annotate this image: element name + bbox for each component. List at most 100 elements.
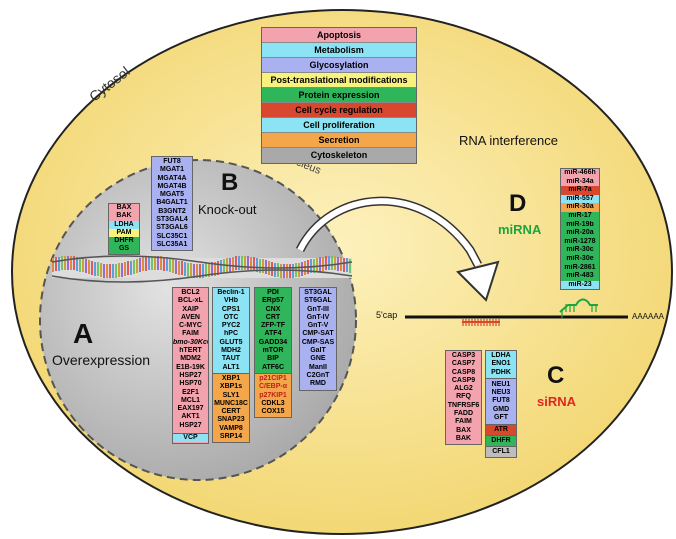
dna-base-pair (223, 259, 225, 273)
gene-label: GLUT5 (219, 338, 243, 346)
section-b-letter: B (221, 169, 239, 196)
dna-base-pair (202, 264, 204, 278)
dna-base-pair (82, 258, 84, 272)
section-d-letter: D (509, 190, 527, 217)
dna-base-pair (265, 260, 267, 274)
section-c-letter: C (547, 362, 565, 389)
gene-label: ENO1 (491, 360, 511, 368)
gene-label: FADD (453, 410, 474, 418)
gene-label: E1B-19K (176, 363, 205, 371)
gene-label: PDHK (491, 368, 511, 376)
gene-label: miR-20a (561, 229, 599, 238)
dna-base-pair (181, 261, 183, 275)
gene-label: p27KIP1 (259, 391, 287, 399)
gene-label: RMD (310, 380, 326, 388)
dna-base-pair (241, 256, 243, 270)
dna-base-pair (58, 257, 60, 271)
dna-base-pair (157, 256, 159, 270)
gene-label: miR-34a (561, 177, 599, 187)
legend-item: Protein expression (262, 88, 416, 103)
dna-base-pair (238, 256, 240, 270)
gene-label: miR-30c (561, 246, 599, 255)
dna-base-pair (64, 256, 66, 270)
gene-label: HSP27 (179, 371, 202, 379)
dna-base-pair (142, 257, 144, 271)
section-a-letter: A (73, 318, 94, 349)
gene-label: NEU3 (491, 389, 511, 397)
dna-base-pair (76, 257, 78, 271)
gene-label: miR-30e (561, 254, 599, 264)
gene-label: ST3GAL (304, 289, 332, 296)
legend-item: Post-translational modifications (262, 73, 416, 88)
gene-label: p21CIP1 (259, 374, 287, 382)
gene-label: BAK (455, 434, 472, 442)
gene-label: miR-23 (561, 280, 599, 290)
dna-base-pair (232, 257, 234, 271)
gene-label: GalT (310, 347, 326, 355)
legend-item: Cell cycle regulation (262, 103, 416, 118)
dna-base-pair (61, 256, 63, 270)
gene-label: ATF6C (261, 363, 285, 371)
section-d-title: miRNA (498, 222, 542, 237)
gene-label: GFT (494, 414, 508, 422)
dna-base-pair (310, 259, 312, 273)
gene-label: CERT (221, 408, 241, 416)
gene-label: miR-1278 (561, 237, 599, 247)
gene-label: B4GALT1 (156, 199, 188, 207)
gene-label: C-MYC (179, 322, 202, 330)
gene-label: MUNC18C (214, 399, 248, 407)
section-c-title: siRNA (537, 394, 577, 409)
legend-item: Apoptosis (262, 28, 416, 43)
gene-label: MGAT1 (160, 166, 184, 174)
gene-label: CMP-SAS (301, 338, 335, 346)
gene-label: ATR (486, 424, 516, 436)
gene-label: FUT8 (492, 397, 510, 405)
dna-base-pair (160, 256, 162, 270)
gene-label: HSP70 (179, 380, 202, 388)
dna-base-pair (244, 256, 246, 270)
gene-label: ALG2 (454, 385, 473, 393)
dna-base-pair (316, 258, 318, 272)
gene-label: CMP-SAT (302, 330, 334, 338)
legend-item: Secretion (262, 133, 416, 148)
five-cap-label: 5'cap (376, 310, 398, 320)
polya-label: AAAAAA (632, 312, 665, 321)
dna-base-pair (94, 262, 96, 276)
gene-label: FAIM (455, 418, 472, 426)
curved-arrow-fill (297, 198, 481, 267)
gene-label: LDHA (109, 220, 139, 229)
gene-label: ST3GAL4 (156, 216, 188, 224)
dna-base-pair (67, 256, 69, 270)
gene-label: GNE (310, 355, 326, 363)
dna-base-pair (79, 258, 81, 272)
gene-label: BAX (456, 426, 471, 434)
gene-label: bmo-30Kc6 (173, 338, 208, 346)
gene-label: VCP (173, 433, 208, 443)
gene-label: C/EBP-α (258, 383, 288, 391)
legend-item: Cytoskeleton (262, 148, 416, 163)
dna-base-pair (250, 257, 252, 271)
gene-label: miR-19b (561, 220, 599, 230)
dna-base-pair (115, 264, 117, 278)
gene-label: XAIP (182, 305, 199, 313)
dna-base-pair (286, 264, 288, 278)
gene-label: BCL2 (181, 289, 200, 296)
dna-base-pair (343, 258, 345, 272)
dna-base-pair (178, 261, 180, 275)
dna-base-pair (97, 262, 99, 276)
dna-base-pair (217, 261, 219, 275)
dna-base-pair (127, 261, 129, 275)
curved-arrow-head (456, 260, 500, 302)
gene-label: VAMP8 (219, 424, 243, 432)
gene-label: SLC35A1 (156, 240, 188, 248)
gene-label: GnT-IV (306, 313, 330, 321)
dna-base-pair (163, 257, 165, 271)
gene-label: GnT-III (307, 305, 329, 313)
dna-base-pair (55, 257, 57, 271)
